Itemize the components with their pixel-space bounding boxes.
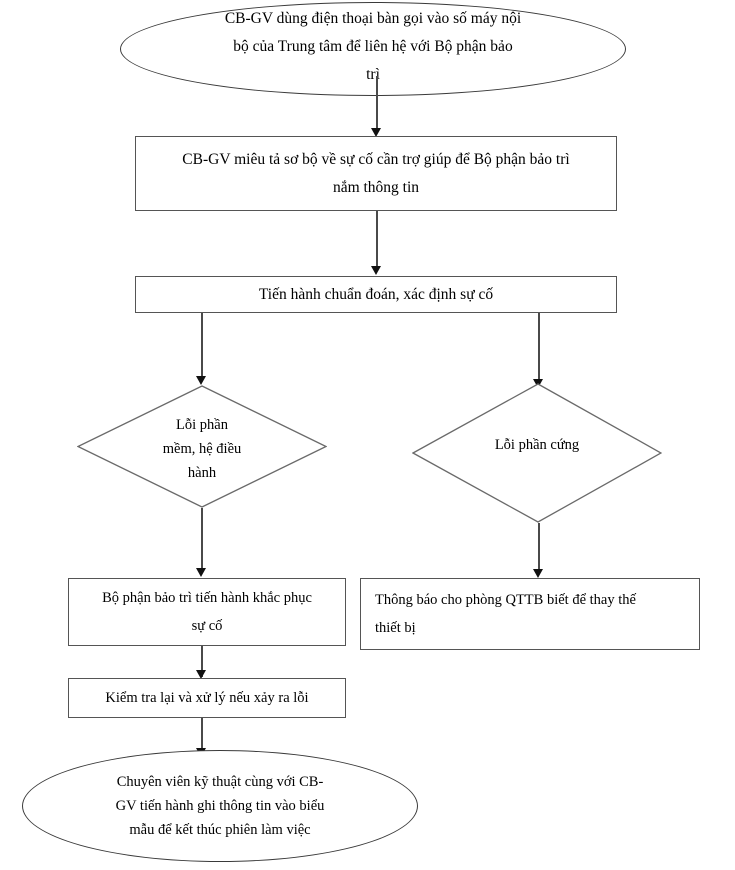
flow-node-start[interactable]: CB-GV dùng điện thoại bàn gọi vào số máy… xyxy=(120,2,626,96)
flow-node-notify-qttb-label: Thông báo cho phòng QTTB biết để thay th… xyxy=(375,592,636,636)
connector-hardware-error-to-notify-qttb xyxy=(538,523,540,573)
arrowhead-hardware-error-to-notify-qttb xyxy=(533,569,543,578)
connector-diagnose-to-hardware-error xyxy=(538,313,540,383)
flow-node-hardware-error-label: Lỗi phần cứng xyxy=(494,436,580,453)
flow-node-hardware-error[interactable]: Lỗi phần cứng xyxy=(412,383,662,523)
diamond-shape-hardware-error xyxy=(412,383,662,523)
connector-software-error-to-fix-software xyxy=(201,508,203,571)
flow-node-end-label: Chuyên viên kỹ thuật cùng với CB- GV tiế… xyxy=(115,774,325,838)
flow-node-fix-software[interactable]: Bộ phận bảo trì tiến hành khắc phục sự c… xyxy=(68,578,346,646)
connector-describe-to-diagnose xyxy=(376,211,378,269)
flow-node-fix-software-label: Bộ phận bảo trì tiến hành khắc phục sự c… xyxy=(102,590,312,634)
flow-node-describe[interactable]: CB-GV miêu tả sơ bộ về sự cố cần trợ giú… xyxy=(135,136,617,211)
flow-node-software-error-label: Lỗi phần mềm, hệ điều hành xyxy=(162,416,242,481)
flow-node-describe-label: CB-GV miêu tả sơ bộ về sự cố cần trợ giú… xyxy=(182,150,570,196)
connector-recheck-to-end xyxy=(201,718,203,756)
flow-node-end[interactable]: Chuyên viên kỹ thuật cùng với CB- GV tiế… xyxy=(22,750,418,862)
diamond-shape-software-error xyxy=(77,385,327,508)
flow-node-recheck[interactable]: Kiểm tra lại và xử lý nếu xảy ra lỗi xyxy=(68,678,346,718)
connector-fix-software-to-recheck xyxy=(201,646,203,677)
arrowhead-diagnose-to-software-error xyxy=(196,376,206,385)
connector-diagnose-to-software-error xyxy=(201,313,203,379)
connector-start-to-describe xyxy=(376,76,378,133)
flow-node-start-label: CB-GV dùng điện thoại bàn gọi vào số máy… xyxy=(224,10,522,83)
flow-node-software-error[interactable]: Lỗi phần mềm, hệ điều hành xyxy=(77,385,327,508)
flow-node-notify-qttb[interactable]: Thông báo cho phòng QTTB biết để thay th… xyxy=(360,578,700,650)
arrowhead-software-error-to-fix-software xyxy=(196,568,206,577)
flow-node-recheck-label: Kiểm tra lại và xử lý nếu xảy ra lỗi xyxy=(105,690,309,706)
arrowhead-describe-to-diagnose xyxy=(371,266,381,275)
arrowhead-fix-software-to-recheck xyxy=(196,670,206,679)
flow-node-diagnose-label: Tiến hành chuẩn đoán, xác định sự cố xyxy=(258,285,494,303)
arrowhead-start-to-describe xyxy=(371,128,381,137)
flow-node-diagnose[interactable]: Tiến hành chuẩn đoán, xác định sự cố xyxy=(135,276,617,313)
